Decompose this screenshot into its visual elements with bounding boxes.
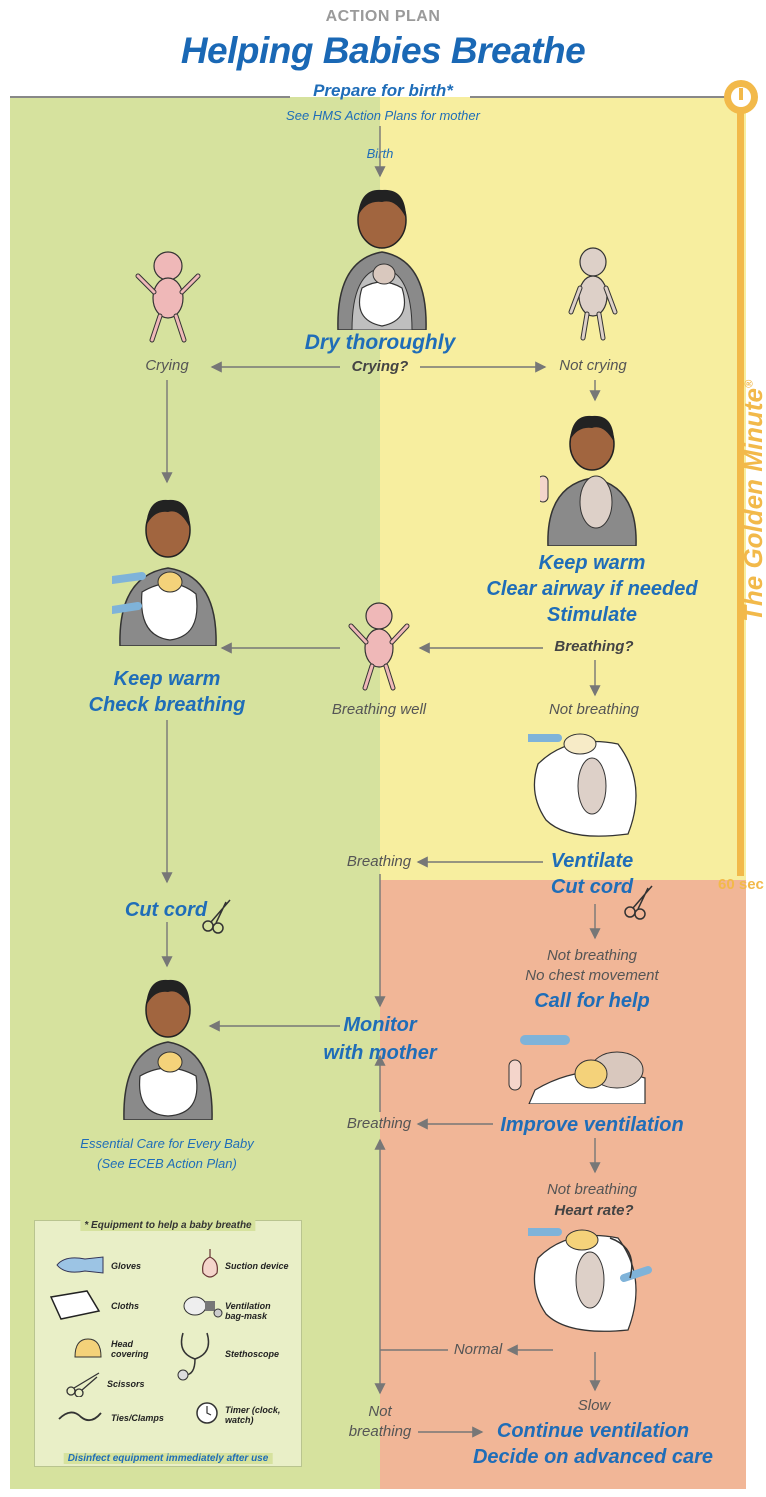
head-covering-icon (73, 1337, 103, 1359)
mother-stimulating-baby-image (540, 406, 644, 546)
crying-question: Crying? (352, 358, 409, 375)
step-clear-airway: Clear airway if needed (486, 576, 697, 602)
legend-stethoscope: Stethoscope (225, 1349, 279, 1359)
legend-title: * Equipment to help a baby breathe (80, 1220, 255, 1231)
legend-ties-clamps: Ties/Clamps (111, 1413, 164, 1423)
step-cut-cord-ventilate: Cut cord (551, 874, 633, 900)
legend-ventilation-bag-mask: Ventilation bag-mask (225, 1301, 285, 1321)
not-label: Not (368, 1402, 391, 1422)
breathing-well-baby-image (345, 596, 413, 692)
legend-gloves: Gloves (111, 1261, 141, 1271)
stethoscope-icon (175, 1329, 219, 1383)
equipment-legend: * Equipment to help a baby breathe Glove… (34, 1220, 302, 1467)
breathing-label-1: Breathing (347, 852, 411, 872)
step-advanced-care: Decide on advanced care (473, 1444, 713, 1470)
legend-suction-device: Suction device (225, 1261, 289, 1271)
ties-clamps-icon (57, 1405, 103, 1425)
gloves-icon (55, 1253, 105, 1277)
step-call-for-help: Call for help (534, 988, 650, 1014)
legend-scissors: Scissors (107, 1379, 145, 1389)
step-ventilate: Ventilate (551, 848, 634, 874)
breathing-well-label: Breathing well (332, 700, 426, 720)
eceb-plan-label: (See ECEB Action Plan) (97, 1156, 237, 1171)
step-dry-thoroughly: Dry thoroughly (305, 330, 456, 356)
heart-rate-question: Heart rate? (554, 1202, 633, 1219)
legend-head-covering: Head covering (111, 1339, 151, 1359)
step-stimulate: Stimulate (547, 602, 637, 628)
bag-mask-icon (183, 1291, 223, 1321)
step-continue-ventilation: Continue ventilation (497, 1418, 689, 1444)
legend-timer: Timer (clock, watch) (225, 1405, 285, 1425)
ventilating-baby-image (528, 724, 652, 840)
improving-ventilation-image (505, 1020, 653, 1104)
cloths-icon (47, 1289, 101, 1321)
breathing-label-3: breathing (349, 1422, 412, 1442)
step-monitor: Monitor (343, 1012, 416, 1038)
step-improve-ventilation: Improve ventilation (500, 1112, 683, 1138)
mother-drying-baby-image (330, 180, 434, 330)
step-keep-warm-left: Keep warm (114, 666, 221, 692)
crying-baby-image (134, 244, 202, 344)
scissors-legend-icon (65, 1371, 101, 1397)
step-keep-warm-right: Keep warm (539, 550, 646, 576)
legend-footer: Disinfect equipment immediately after us… (64, 1453, 273, 1464)
breathing-question: Breathing? (554, 638, 633, 655)
heart-rate-check-image (528, 1218, 652, 1336)
step-cut-cord: Cut cord (125, 897, 207, 923)
normal-label: Normal (454, 1340, 502, 1360)
step-with-mother: with mother (323, 1040, 436, 1066)
not-breathing-label-1: Not breathing (549, 700, 639, 720)
essential-care-label: Essential Care for Every Baby (80, 1136, 253, 1151)
not-breathing-label-3: Not breathing (547, 1180, 637, 1200)
breathing-label-2: Breathing (347, 1114, 411, 1134)
mother-keeping-warm-image (112, 490, 224, 646)
step-check-breathing: Check breathing (89, 692, 246, 718)
not-breathing-label-2: Not breathing (547, 946, 637, 966)
not-crying-label: Not crying (559, 356, 627, 376)
slow-label: Slow (578, 1396, 611, 1416)
suction-device-icon (199, 1247, 221, 1281)
mother-with-baby-image (116, 970, 220, 1120)
crying-label: Crying (145, 356, 188, 376)
not-crying-baby-image (563, 242, 623, 342)
legend-cloths: Cloths (111, 1301, 139, 1311)
no-chest-movement-label: No chest movement (525, 966, 658, 986)
timer-legend-icon (195, 1401, 219, 1425)
